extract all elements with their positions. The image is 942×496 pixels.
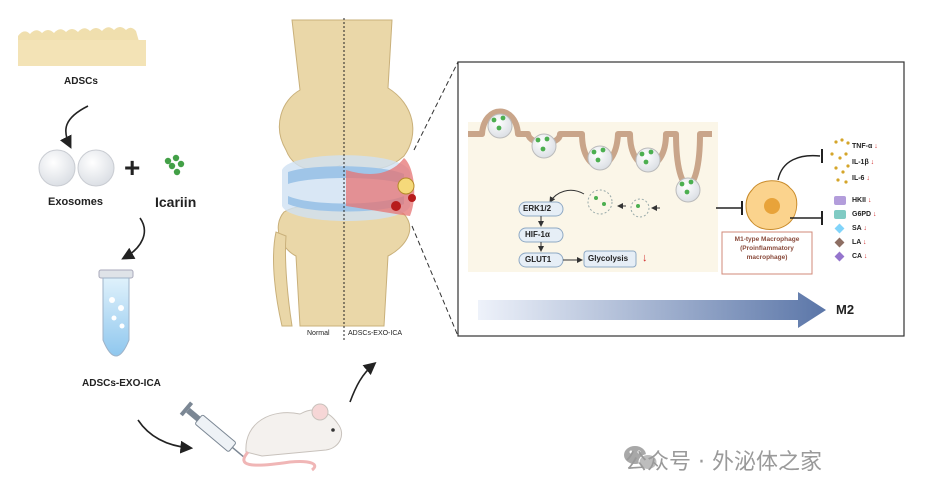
plus-sign: + (124, 152, 141, 183)
normal-label: Normal (307, 330, 330, 337)
exosomes-icon (38, 149, 115, 187)
adscs-tissue-icon (18, 27, 146, 66)
marker-g6pd: G6PD ↓ (852, 211, 877, 218)
icariin-cargo-dots (491, 115, 694, 195)
m2-label: M2 (836, 302, 855, 317)
cytokine-dots-icon (830, 138, 850, 184)
cell-membrane (468, 108, 712, 188)
marker-hkii: HKII ↓ (852, 197, 872, 204)
marker-la: LA ↓ (852, 239, 867, 246)
pathway-hif: HIF-1α (525, 230, 550, 239)
arrow-adscs-to-exosomes (59, 105, 89, 149)
glycolysis-down-arrow: ↓ (642, 252, 648, 264)
la-diamond-icon (834, 237, 845, 248)
pathway-glut1: GLUT1 (525, 255, 552, 264)
marker-ca: CA ↓ (852, 253, 868, 260)
arrow-to-injection (137, 419, 194, 454)
hkii-enzyme-icon (834, 196, 846, 205)
wechat-icon (624, 446, 658, 470)
adscs-label: ADSCs (64, 76, 98, 87)
metabolite-list: HKII ↓ G6PD ↓ SA ↓ LA ↓ CA ↓ (852, 194, 877, 264)
treated-label: ADSCs-EXO-ICA (348, 330, 403, 337)
zoom-line-top (413, 61, 459, 151)
wechat-watermark: 公众号 · 外泌体之家 (625, 450, 822, 475)
released-vesicle-2 (630, 198, 650, 218)
m2-polarization-arrow (478, 292, 826, 328)
zoom-line-bottom (411, 225, 459, 337)
tube-label: ADSCs-EXO-ICA (82, 378, 161, 389)
glycolysis-label: Glycolysis (588, 254, 629, 263)
inhibit-cytokines-line (777, 154, 821, 181)
macrophage-caption-line-3: macrophage) (746, 254, 788, 261)
sa-diamond-icon (834, 223, 845, 234)
tube-icon (98, 269, 134, 357)
macrophage-caption-line-1: M1-type Macrophage (734, 236, 800, 243)
knee-joint-illustration (273, 19, 416, 327)
marker-tnf: TNF-α ↓ (852, 143, 878, 150)
arrow-to-joint (349, 361, 377, 403)
g6pd-enzyme-icon (834, 210, 846, 219)
syringe-icon (179, 401, 246, 459)
macrophage-caption-line-2: (Proinflammatory (740, 245, 794, 252)
m1-macrophage-icon (745, 180, 798, 230)
ca-diamond-icon (834, 251, 845, 262)
marker-list: TNF-α ↓ IL-1β ↓ IL-6 ↓ (852, 140, 878, 186)
icariin-label: Icariin (155, 194, 197, 210)
pathway-erk: ERK1/2 (523, 204, 552, 213)
marker-il6: IL-6 ↓ (852, 175, 870, 182)
rat-icon (242, 403, 342, 472)
exosomes-label: Exosomes (48, 196, 104, 208)
marker-il1b: IL-1β ↓ (852, 159, 875, 166)
pathway-nodes (518, 201, 637, 268)
macrophage-caption: M1-type Macrophage (Proinflammatory macr… (722, 235, 812, 262)
released-vesicle-1 (587, 189, 613, 215)
macrophage-caption-box (721, 231, 813, 275)
icariin-icon (164, 154, 185, 176)
marker-sa: SA ↓ (852, 225, 867, 232)
arrow-to-tube (121, 217, 146, 260)
